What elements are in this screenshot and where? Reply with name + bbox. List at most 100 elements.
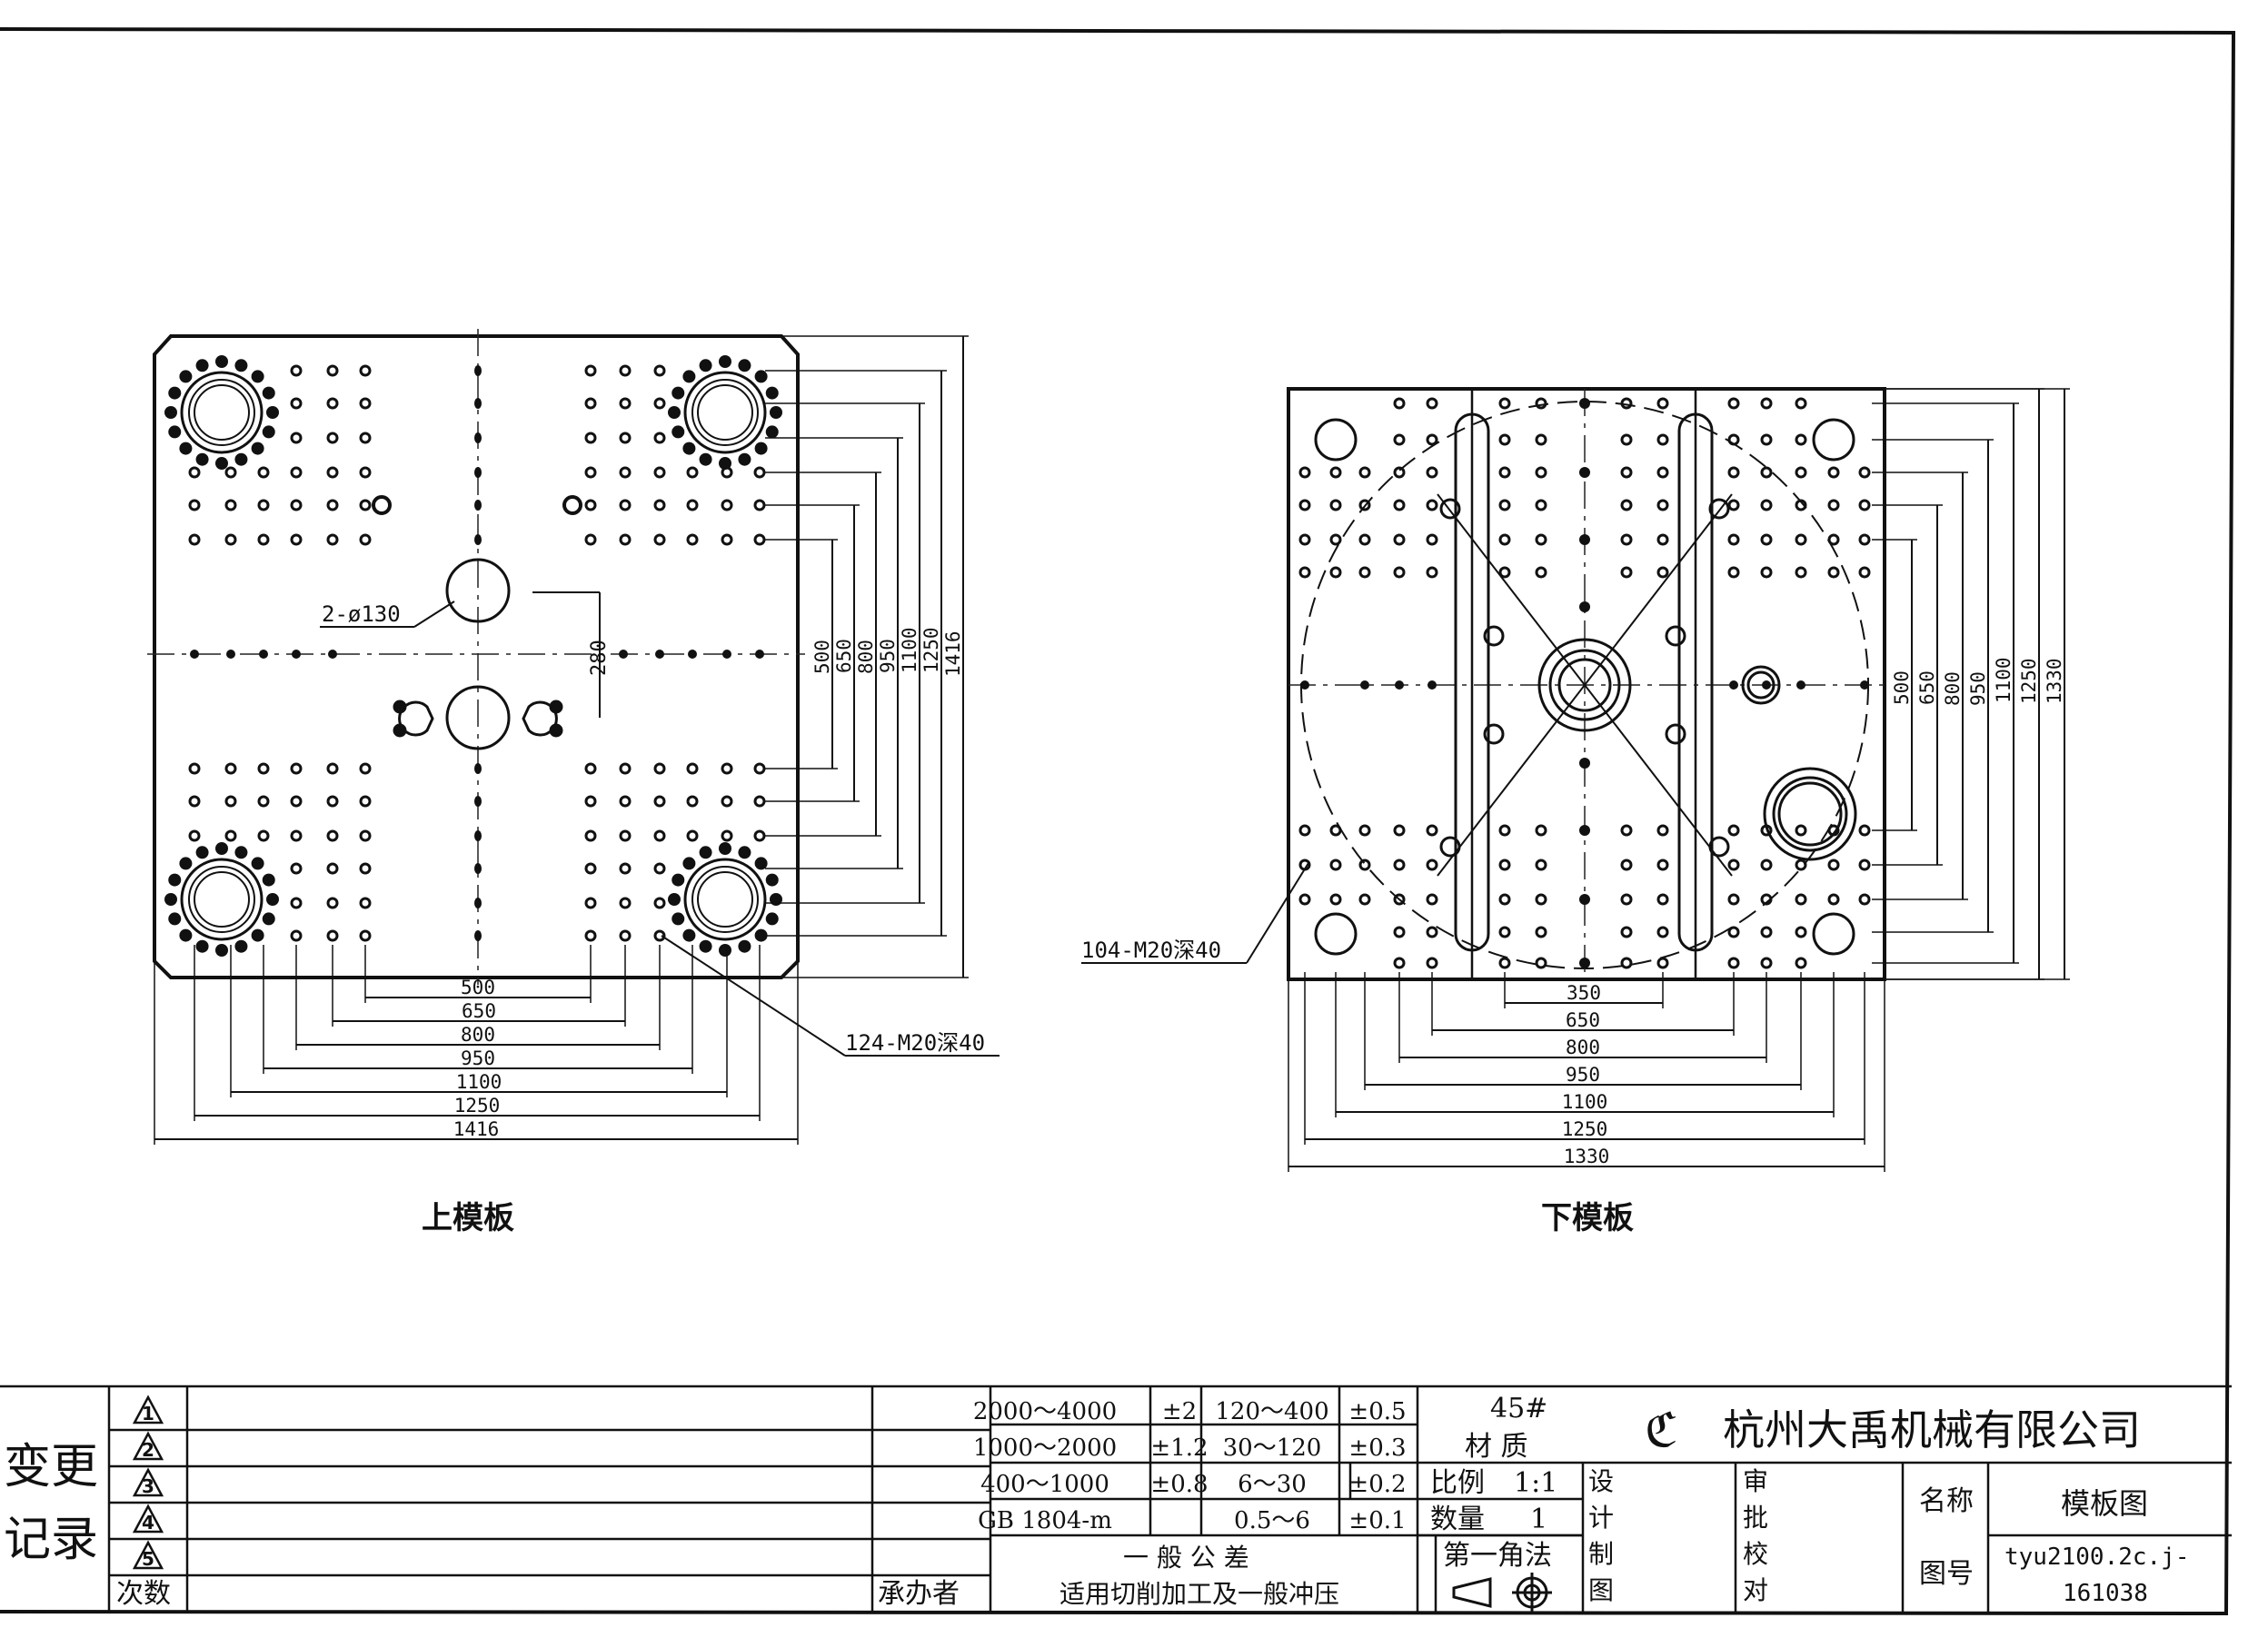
quantity-label: 数量 [1430, 1504, 1485, 1535]
screw-hole [1795, 566, 1807, 579]
screw-hole [224, 762, 237, 775]
screw-hole [1298, 499, 1311, 511]
screw-hole [1620, 533, 1633, 546]
locating-hole [1708, 498, 1730, 520]
screw-hole [653, 397, 666, 410]
screw-hole [1727, 566, 1740, 579]
screw-hole [1393, 566, 1406, 579]
screw-hole [290, 929, 303, 942]
dimension-label: 1250 [2018, 658, 2040, 704]
screw-hole [1858, 824, 1871, 837]
screw-hole [1426, 957, 1438, 969]
screw-hole [1498, 824, 1511, 837]
scale-label: 比例 [1430, 1467, 1485, 1499]
screw-hole [1760, 433, 1773, 446]
lower-ejector-bore [1763, 767, 1857, 861]
screw-hole [1426, 433, 1438, 446]
screw-hole [1727, 533, 1740, 546]
screw-hole [326, 897, 339, 909]
screw-hole [1498, 499, 1511, 511]
screw-hole [359, 929, 372, 942]
screw-hole [753, 533, 766, 546]
locating-hole [1483, 625, 1505, 647]
screw-hole [1426, 893, 1438, 906]
screw-hole [359, 466, 372, 479]
tolerance-scope: 适用切削加工及一般冲压 [1059, 1579, 1339, 1609]
screw-hole [753, 762, 766, 775]
dimension-label: 500 [811, 640, 833, 674]
screw-hole [686, 466, 699, 479]
tolerance-cell: 0.5～6 [1234, 1507, 1310, 1534]
first-angle-projection-icon [1452, 1573, 1552, 1613]
screw-hole [753, 829, 766, 842]
screw-hole [619, 397, 632, 410]
tolerance-cell: 1000～2000 [973, 1434, 1117, 1462]
screw-hole [619, 364, 632, 377]
screw-hole [1393, 957, 1406, 969]
screw-hole [721, 762, 733, 775]
screw-hole [1426, 466, 1438, 479]
dimension-label: 650 [462, 1000, 496, 1022]
screw-hole [753, 795, 766, 808]
tolerance-cell: 30～120 [1223, 1434, 1322, 1462]
dimension-label: 1416 [453, 1118, 500, 1140]
tolerance-cell: ±0.3 [1348, 1434, 1406, 1462]
screw-hole [257, 466, 270, 479]
screw-hole [1760, 533, 1773, 546]
screw-hole [619, 533, 632, 546]
screw-hole [1298, 893, 1311, 906]
screw-hole [686, 829, 699, 842]
screw-hole [1498, 859, 1511, 871]
drawn-label-2: 图 [1588, 1575, 1614, 1605]
dimension-label: 950 [1967, 671, 1989, 706]
screw-hole [1535, 433, 1547, 446]
screw-hole [1760, 466, 1773, 479]
screw-hole [359, 397, 372, 410]
screw-hole [619, 499, 632, 511]
screw-hole [1656, 926, 1669, 938]
dimension-label: 800 [461, 1024, 495, 1046]
screw-hole [1656, 433, 1669, 446]
tolerance-cell: ±1.2 [1150, 1434, 1208, 1462]
screw-hole [619, 762, 632, 775]
screw-hole [1393, 533, 1406, 546]
name-value: 模板图 [2061, 1486, 2148, 1521]
dimension-label: 1416 [942, 630, 964, 677]
screw-hole [619, 829, 632, 842]
screw-hole [359, 499, 372, 511]
dimension-label: 1100 [899, 627, 920, 673]
scale-value: 1:1 [1514, 1467, 1557, 1499]
lower-screw-hole-leader [1246, 862, 1309, 964]
screw-hole [721, 533, 733, 546]
screw-hole [1358, 499, 1371, 511]
screw-hole [1620, 957, 1633, 969]
screw-hole [1656, 957, 1669, 969]
screw-hole [290, 862, 303, 875]
screw-hole [1620, 433, 1633, 446]
screw-hole [1498, 466, 1511, 479]
dimension-label: 800 [855, 640, 877, 674]
locating-hole [1483, 723, 1505, 745]
screw-hole [1498, 533, 1511, 546]
screw-hole [686, 499, 699, 511]
screw-hole [1620, 397, 1633, 410]
screw-hole [326, 795, 339, 808]
lower-plate-screw-holes [1298, 397, 1871, 969]
screw-hole [584, 929, 597, 942]
screw-hole [1620, 926, 1633, 938]
screw-hole [1827, 499, 1840, 511]
screw-hole [1329, 893, 1342, 906]
screw-hole [1727, 957, 1740, 969]
screw-hole [1535, 859, 1547, 871]
screw-hole [224, 829, 237, 842]
screw-hole [1760, 957, 1773, 969]
screw-hole [1393, 893, 1406, 906]
drawing-no-line2: 161038 [2063, 1580, 2148, 1607]
screw-hole [474, 763, 482, 774]
screw-hole [188, 466, 201, 479]
tolerance-cell: ±0.2 [1348, 1471, 1406, 1498]
screw-hole [1795, 859, 1807, 871]
lower-side-bore [1741, 665, 1781, 705]
